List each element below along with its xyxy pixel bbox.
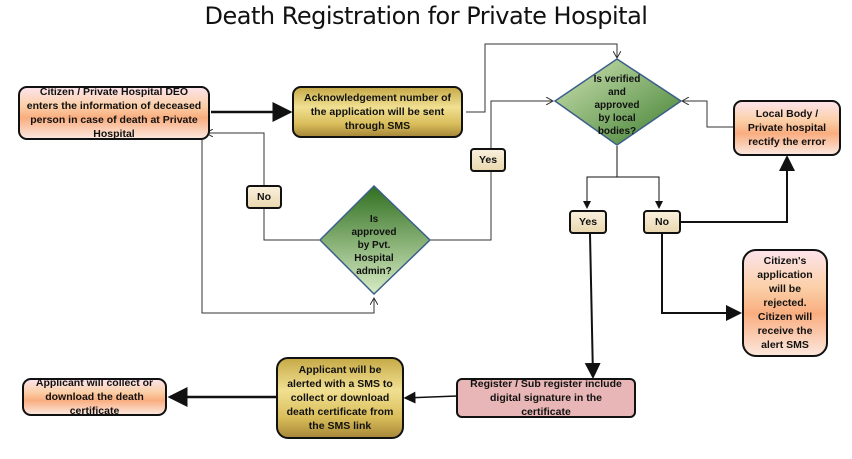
rectify-box: Local Body / Private hospital rectify th…: [733, 100, 841, 156]
acknowledgement-box: Acknowledgement number of the applicatio…: [292, 86, 463, 138]
arrow-register-to-alert: [403, 391, 458, 404]
local-decision-label: Is verified and approved by local bodies…: [593, 74, 641, 137]
alert-text: Applicant will be alerted with a SMS to …: [286, 364, 394, 432]
admin-yes-tag: Yes: [470, 148, 506, 172]
arrow-local-to-yes: [583, 146, 618, 209]
arrow-ack-to-local-decision: [466, 43, 617, 113]
start-text: Citizen / Private Hospital DEO enters th…: [26, 86, 202, 140]
arrow-yes-to-register: [584, 233, 601, 379]
arrow-rectify-to-local-decision: [682, 101, 734, 128]
arrow-no-to-rectify: [680, 155, 795, 223]
register-text: Register / Sub register include digital …: [470, 378, 622, 418]
admin-no-tag: No: [246, 185, 282, 209]
admin-decision-diamond: [318, 184, 432, 296]
arrow-local-to-no: [617, 176, 663, 209]
arrow-no-to-rejected: [661, 234, 742, 321]
local-decision-diamond: [553, 58, 683, 146]
local-yes-tag: Yes: [569, 210, 607, 234]
start-box: Citizen / Private Hospital DEO enters th…: [18, 86, 210, 140]
rejected-text: Citizen's application will be rejected. …: [757, 255, 813, 351]
ack-text: Acknowledgement number of the applicatio…: [303, 92, 451, 132]
register-box: Register / Sub register include digital …: [456, 378, 636, 418]
rectify-text: Local Body / Private hospital rectify th…: [747, 108, 827, 148]
arrow-start-to-admin-decision: [201, 140, 374, 314]
collect-text: Applicant will collect or download the d…: [35, 377, 154, 417]
diagram-title: Death Registration for Private Hospital: [204, 2, 648, 30]
local-no-tag: No: [643, 210, 681, 234]
rejected-box: Citizen's application will be rejected. …: [742, 249, 828, 357]
admin-decision-label: Is approved by Pvt. Hospital admin?: [351, 214, 397, 277]
collect-box: Applicant will collect or download the d…: [22, 377, 167, 417]
alert-box: Applicant will be alerted with a SMS to …: [276, 357, 404, 439]
